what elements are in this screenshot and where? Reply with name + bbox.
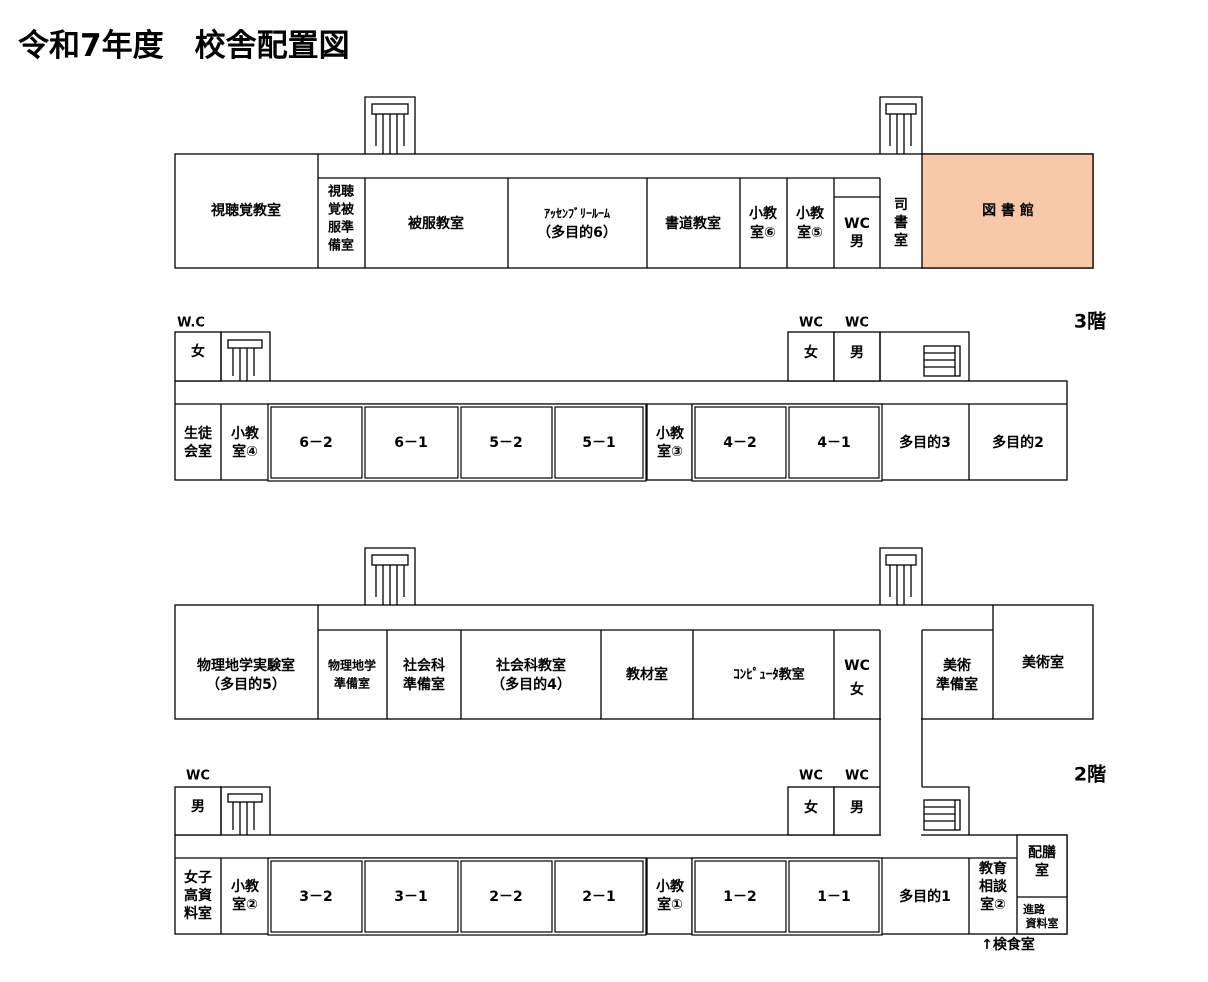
stair-icon: [364, 96, 416, 154]
room-label-librarian: 室: [894, 232, 908, 249]
room-label-girls-material: 女子: [184, 869, 212, 886]
room-label-wc-female: WC: [844, 658, 870, 674]
room-label-small2: 室②: [232, 896, 258, 913]
room-label-library: 図 書 館: [982, 202, 1034, 219]
wc-label: WC: [845, 316, 869, 331]
room-label-av-prep: 服準: [328, 220, 354, 236]
wc-female: 女: [804, 344, 818, 361]
classroom-1-1: 1－1: [817, 889, 850, 905]
floor-label-2f: 2階: [1074, 764, 1106, 786]
wc-male: 男: [191, 799, 205, 815]
room-label-clothing: 被服教室: [408, 215, 464, 232]
stair-icon: [220, 331, 271, 381]
stair-icon: [364, 547, 416, 605]
room-label-assembly: （多目的6）: [537, 224, 617, 241]
room-label-av-prep: 備室: [328, 238, 354, 254]
room-label-materials: 教材室: [626, 666, 668, 683]
room-label-small6: 室⑥: [750, 224, 776, 241]
room-label-art: 美術室: [1022, 654, 1064, 671]
room-label-small6: 小教: [749, 205, 778, 222]
room-label-librarian: 司: [894, 197, 908, 213]
room-label-inspection: ↑検食室: [981, 936, 1035, 953]
room-label-girls-material: 高資: [184, 887, 212, 904]
room-label-counsel: 教育: [979, 860, 1007, 877]
room-label-social-prep: 社会科: [402, 657, 445, 674]
room-label-wc-female: 女: [850, 681, 864, 698]
wc-label: W.C: [177, 316, 205, 331]
room-label-social-prep: 準備室: [403, 676, 445, 693]
room-label-wc-male: WC: [844, 216, 870, 232]
upper-wing: 視聴覚教室 視聴 覚被 服準 備室 被服教室 ｱｯｾﾝﾌﾞﾘｰﾙｰﾑ （多目的6…: [174, 96, 1094, 269]
room-label-wc-male: 男: [850, 234, 864, 250]
room-label-computer: ｺﾝﾋﾟｭｰﾀ教室: [733, 667, 805, 683]
room-label-small3: 小教: [656, 425, 685, 442]
stair-icon: [879, 96, 923, 154]
room-label-physics: （多目的5）: [206, 676, 286, 693]
classroom-3-1: 3－1: [394, 889, 427, 905]
floor3-wing: 3階 W.C WC WC 女 女 男: [174, 311, 1106, 482]
floor2-wing: 2階 WC WC WC 男 女 男: [174, 764, 1106, 953]
room-label-small5: 室⑤: [797, 224, 823, 241]
room-label-small4: 室④: [232, 443, 258, 460]
classroom-2-1: 2－1: [582, 889, 615, 905]
wc-label: WC: [799, 769, 823, 784]
room-label-counsel: 相談: [979, 878, 1008, 895]
classroom-4-2: 4－2: [723, 435, 756, 451]
room-label-assembly: ｱｯｾﾝﾌﾞﾘｰﾙｰﾑ: [544, 206, 610, 221]
room-label-av-prep: 覚被: [327, 202, 355, 218]
wc-female: 女: [804, 799, 818, 816]
room-label-physics-prep: 準備室: [334, 676, 370, 691]
room-label-small5: 小教: [796, 205, 825, 222]
classroom-6-2: 6－2: [299, 435, 332, 451]
room-label-av: 視聴覚教室: [210, 202, 281, 219]
floor-label-3f: 3階: [1074, 311, 1106, 333]
stair-icon: [922, 786, 970, 835]
room-label-physics: 物理地学実験室: [197, 657, 295, 674]
classroom-2-2: 2－2: [489, 889, 522, 905]
room-label-career: 進路: [1023, 902, 1046, 916]
room-label-career: 資料室: [1026, 916, 1059, 930]
room-label-serving: 室: [1035, 862, 1049, 879]
wc-label: WC: [799, 316, 823, 331]
room-label-multi2: 多目的2: [992, 434, 1044, 451]
wc-label: WC: [186, 769, 210, 784]
room-label-physics-prep: 物理地学: [328, 658, 376, 673]
room-label-small4: 小教: [231, 425, 260, 442]
stair-icon: [220, 786, 271, 835]
page-title: 令和7年度 校舎配置図: [18, 28, 350, 64]
room-label-multi3: 多目的3: [899, 434, 951, 451]
room-label-serving: 配膳: [1028, 844, 1056, 861]
room-label-art-prep: 準備室: [936, 676, 978, 693]
classroom-5-1: 5－1: [582, 435, 615, 451]
room-label-librarian: 書: [894, 214, 908, 231]
wc-female: 女: [191, 343, 205, 360]
room-label-calligraphy: 書道教室: [665, 215, 721, 232]
lower-wing: 物理地学実験室 （多目的5） 物理地学 準備室 社会科 準備室 社会科教室 （多…: [174, 547, 1094, 840]
room-label-girls-material: 料室: [184, 905, 212, 922]
library-room: [921, 153, 1094, 269]
room-label-counsel: 室②: [980, 896, 1006, 913]
classroom-5-2: 5－2: [489, 435, 522, 451]
wc-male: 男: [850, 345, 864, 361]
room-label-small3: 室③: [657, 443, 683, 460]
room-label-art-prep: 美術: [943, 657, 971, 674]
wc-male: 男: [850, 800, 864, 816]
room-label-social: （多目的4）: [491, 676, 571, 693]
room-label-student-council: 会室: [184, 443, 212, 460]
classroom-4-1: 4－1: [817, 435, 850, 451]
room-label-av-prep: 視聴: [327, 184, 354, 200]
room-label-multi1: 多目的1: [899, 888, 951, 905]
stair-icon: [879, 547, 923, 605]
room-label-small2: 小教: [231, 878, 260, 895]
classroom-6-1: 6－1: [394, 435, 427, 451]
room-label-social: 社会科教室: [495, 657, 566, 674]
wc-label: WC: [845, 769, 869, 784]
classroom-3-2: 3－2: [299, 889, 332, 905]
room-label-small1: 室①: [657, 896, 683, 913]
stair-icon: [879, 331, 970, 381]
classroom-1-2: 1－2: [723, 889, 756, 905]
room-label-student-council: 生徒: [184, 425, 213, 442]
room-label-small1: 小教: [656, 878, 685, 895]
